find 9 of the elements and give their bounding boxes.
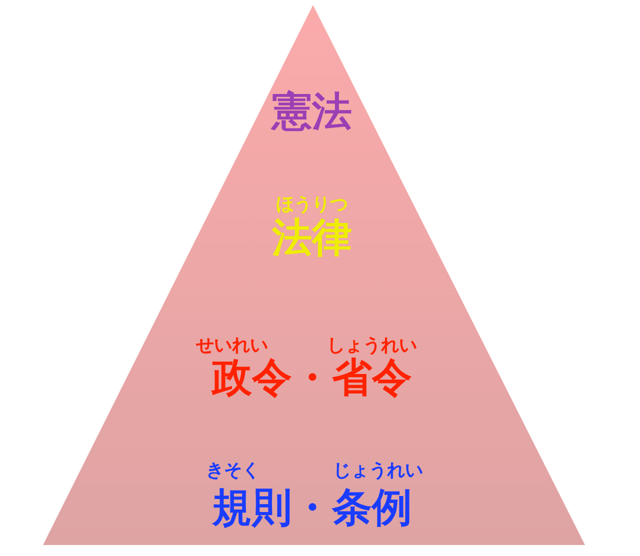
furigana: せいれい xyxy=(196,337,268,355)
level-label: 規則・条例 xyxy=(212,488,412,528)
level-label: 法律 xyxy=(272,218,352,258)
furigana: きそく xyxy=(206,462,260,480)
furigana: しょうれい xyxy=(327,337,417,355)
furigana: じょうれい xyxy=(333,462,423,480)
furigana: ほうりつ xyxy=(276,196,348,214)
level-label: 憲法 xyxy=(272,92,352,132)
level-label: 政令・省令 xyxy=(212,358,412,398)
